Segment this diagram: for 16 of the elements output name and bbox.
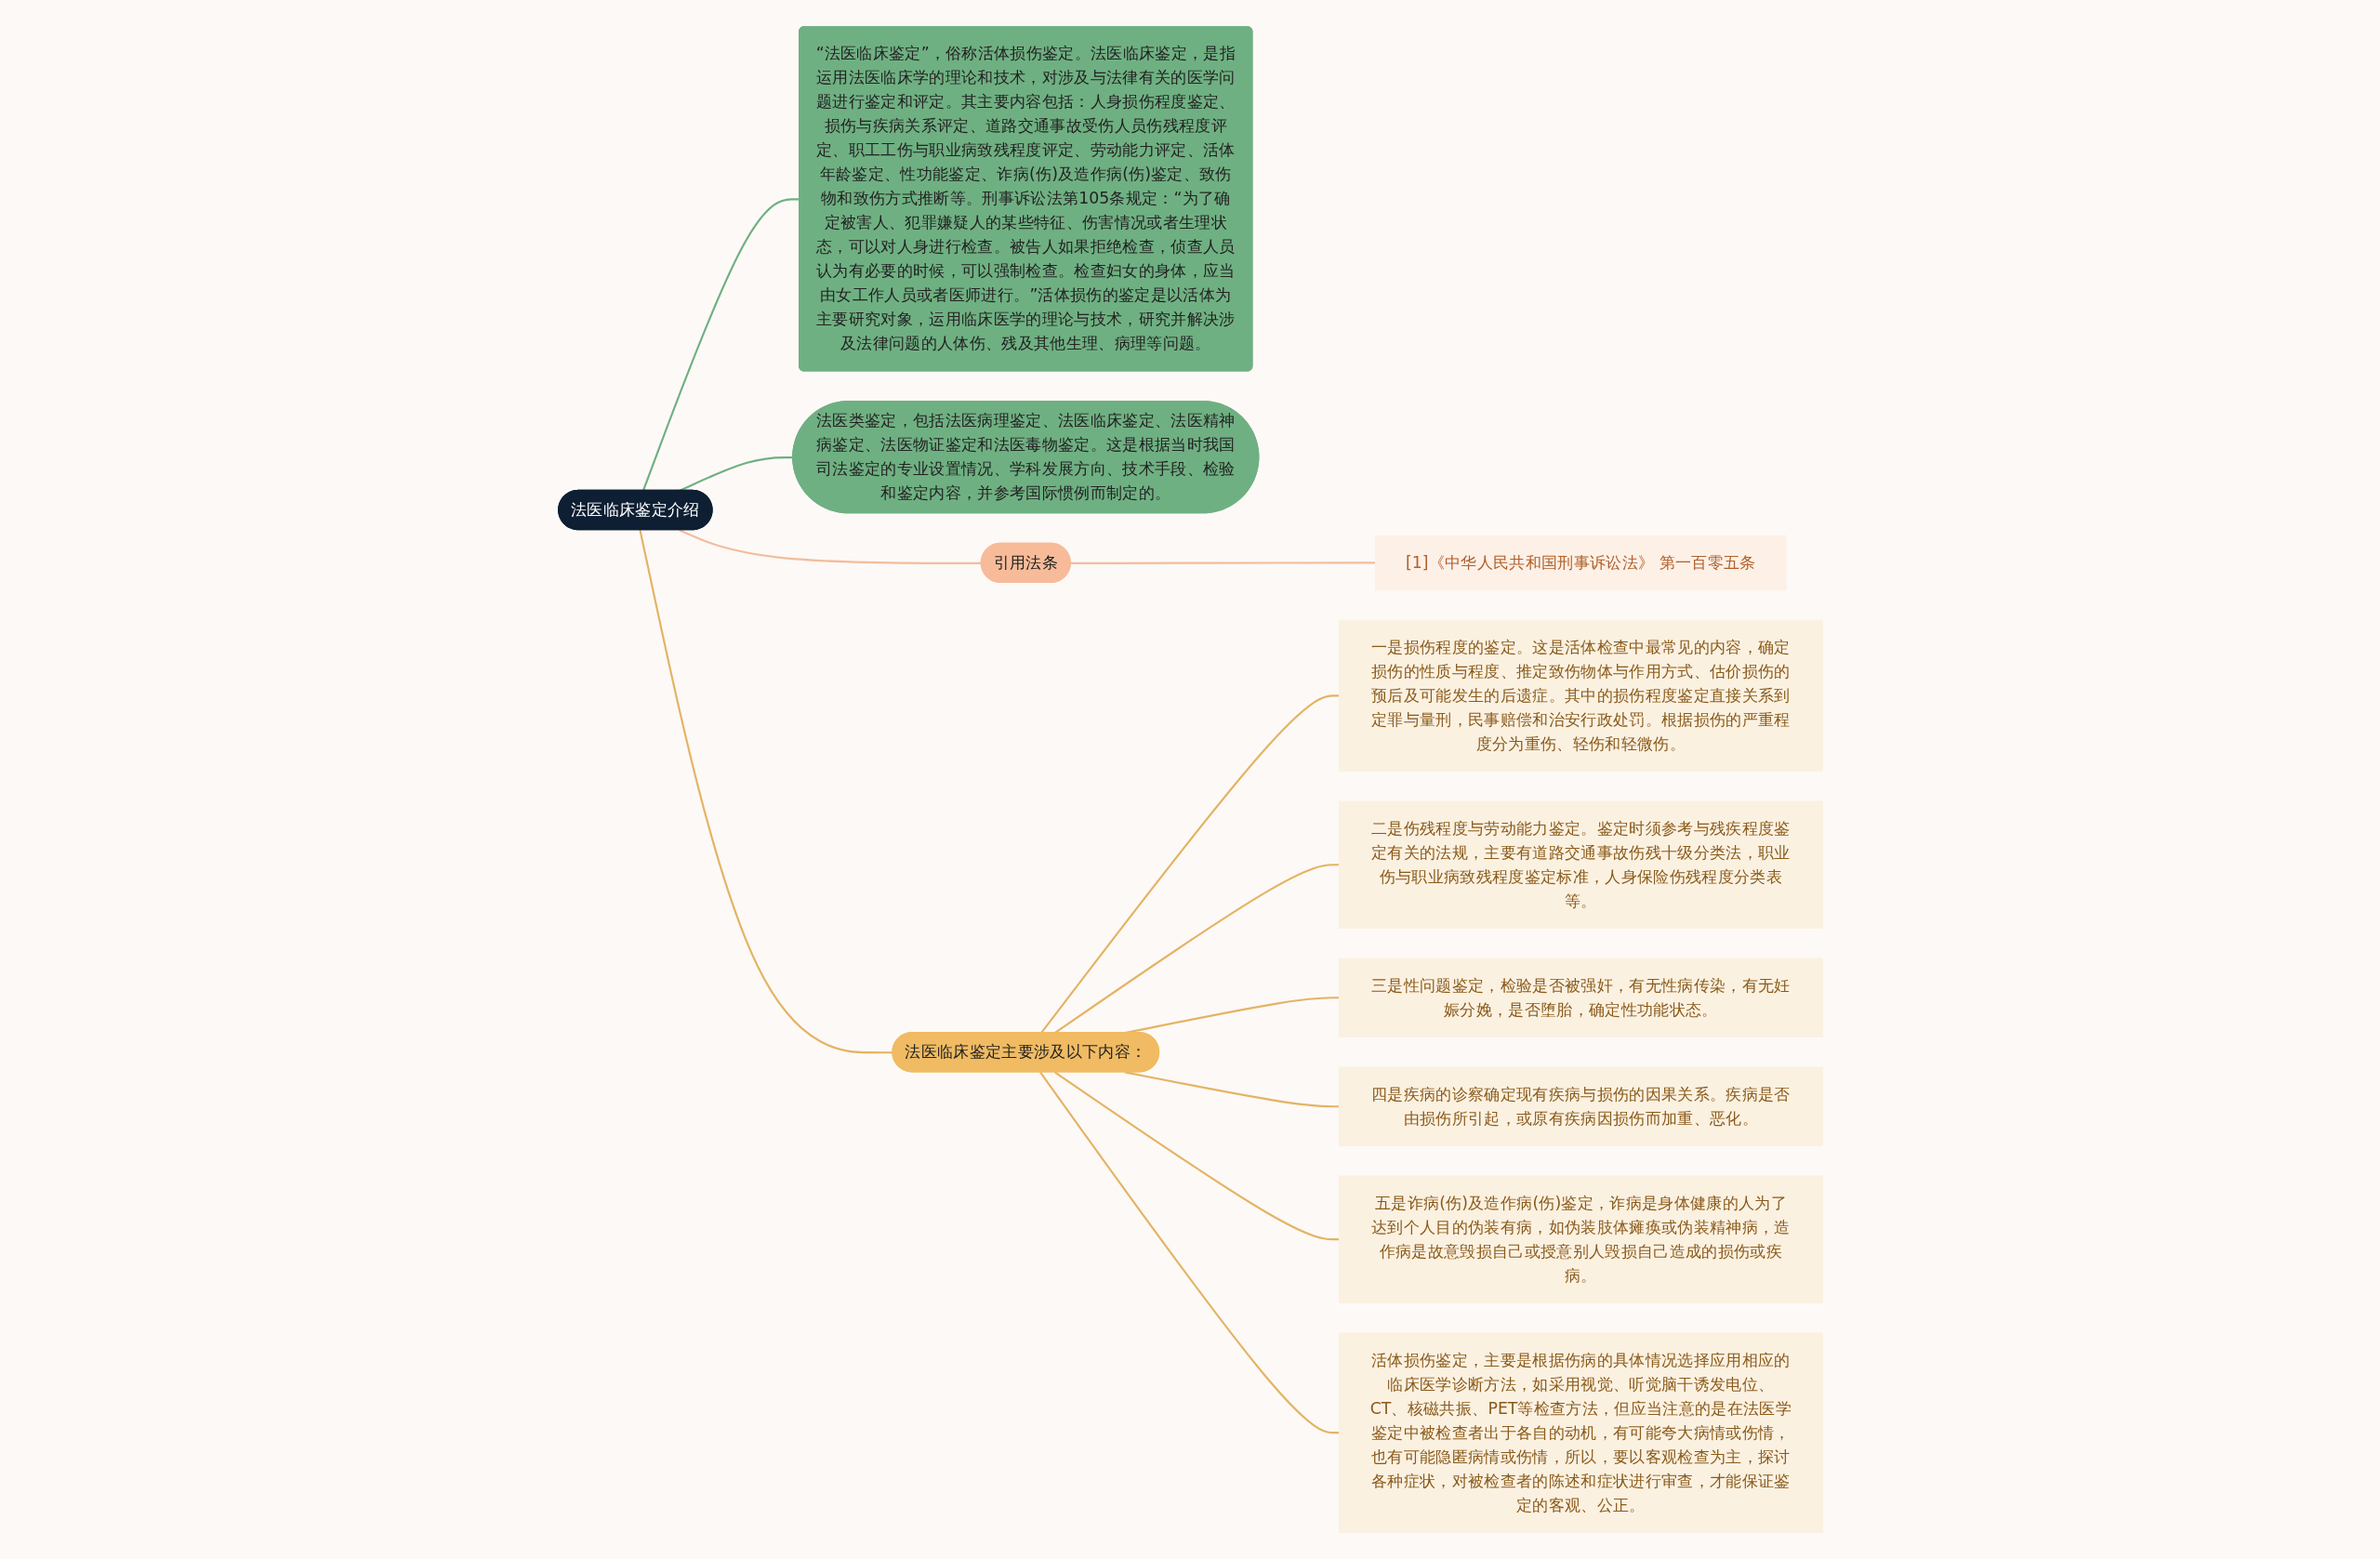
connector: [1070, 562, 1376, 564]
connector: [638, 529, 892, 1054]
connector: [1038, 1071, 1339, 1434]
connector: [1039, 694, 1339, 1034]
connector: [1053, 1071, 1339, 1241]
node-box: 一是损伤程度的鉴定。这是活体检查中最常见的内容，确定损伤的性质与程度、推定致伤物体与作用方式、估价损伤的预后及可能发生的后遗症。其中的损伤程度鉴定直接关系到定罪与量刑，民事赔偿和治安行政处罚。根据损伤的严重程度分为重伤、轻伤和轻微伤。: [1338, 619, 1823, 773]
node-box: 活体损伤鉴定，主要是根据伤病的具体情况选择应用相应的临床医学诊断方法，如采用视觉、听觉脑干诱发电位、CT、核磁共振、PET等检查方法，但应当注意的是在法医学鉴定中被检查者出于各自的动机，有可能夸大病情或伤情，也有可能隐匿病情或伤情，所以，要以客观检查为主，探讨各种症状，对被检查者的陈述和症状进行审查，才能保证鉴定的客观、公正。: [1338, 1332, 1823, 1533]
node-box: 四是疾病的诊察确定现有疾病与损伤的因果关系。疾病是否由损伤所引起，或原有疾病因损伤而加重、恶化。: [1338, 1066, 1823, 1146]
connector: [1053, 864, 1339, 1035]
connector: [641, 198, 800, 492]
connector: [1124, 1071, 1339, 1108]
node-box: 三是性问题鉴定，检验是否被强奸，有无性病传染，有无妊娠分娩，是否堕胎，确定性功能状态。: [1338, 958, 1823, 1037]
connector: [678, 456, 793, 492]
node-box: [1]《中华人民共和国刑事诉讼法》 第一百零五条: [1374, 535, 1787, 591]
node-box: 二是伤残程度与劳动能力鉴定。鉴定时须参考与残疾程度鉴定有关的法规，主要有道路交通事故伤残十级分类法，职业伤与职业病致残程度鉴定标准，人身保险伤残程度分类表等。: [1338, 800, 1823, 930]
node-box: 五是诈病(伤)及造作病(伤)鉴定，诈病是身体健康的人为了达到个人目的伪装有病，如伪装肢体瘫痪或伪装精神病，造作病是故意毁损自己或授意别人毁损自己造成的损伤或疾病。: [1338, 1175, 1823, 1303]
